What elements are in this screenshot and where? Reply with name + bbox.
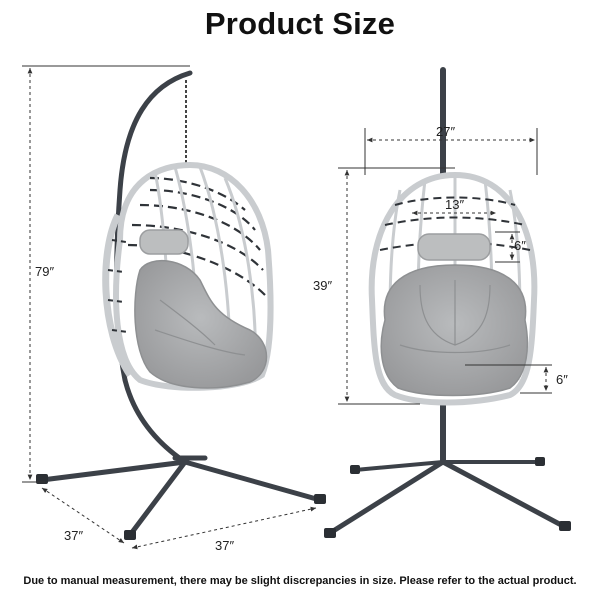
left-chair bbox=[36, 70, 326, 540]
basket-width-label: 27″ bbox=[436, 124, 456, 139]
pillow-height-label: 6″ bbox=[514, 238, 526, 253]
base-width-label: 37″ bbox=[215, 538, 235, 553]
right-dimension-lines bbox=[338, 128, 552, 405]
basket-height-label: 39″ bbox=[313, 278, 333, 293]
base-depth-label: 37″ bbox=[64, 528, 84, 543]
measurement-disclaimer: Due to manual measurement, there may be … bbox=[23, 575, 577, 587]
right-chair bbox=[324, 67, 571, 538]
pillow-width-label: 13″ bbox=[445, 197, 465, 212]
page-title: Product Size bbox=[204, 6, 396, 41]
total-height-label: 79″ bbox=[35, 264, 55, 279]
left-dimension-lines bbox=[22, 65, 317, 550]
cushion-thickness-label: 6″ bbox=[556, 372, 568, 387]
